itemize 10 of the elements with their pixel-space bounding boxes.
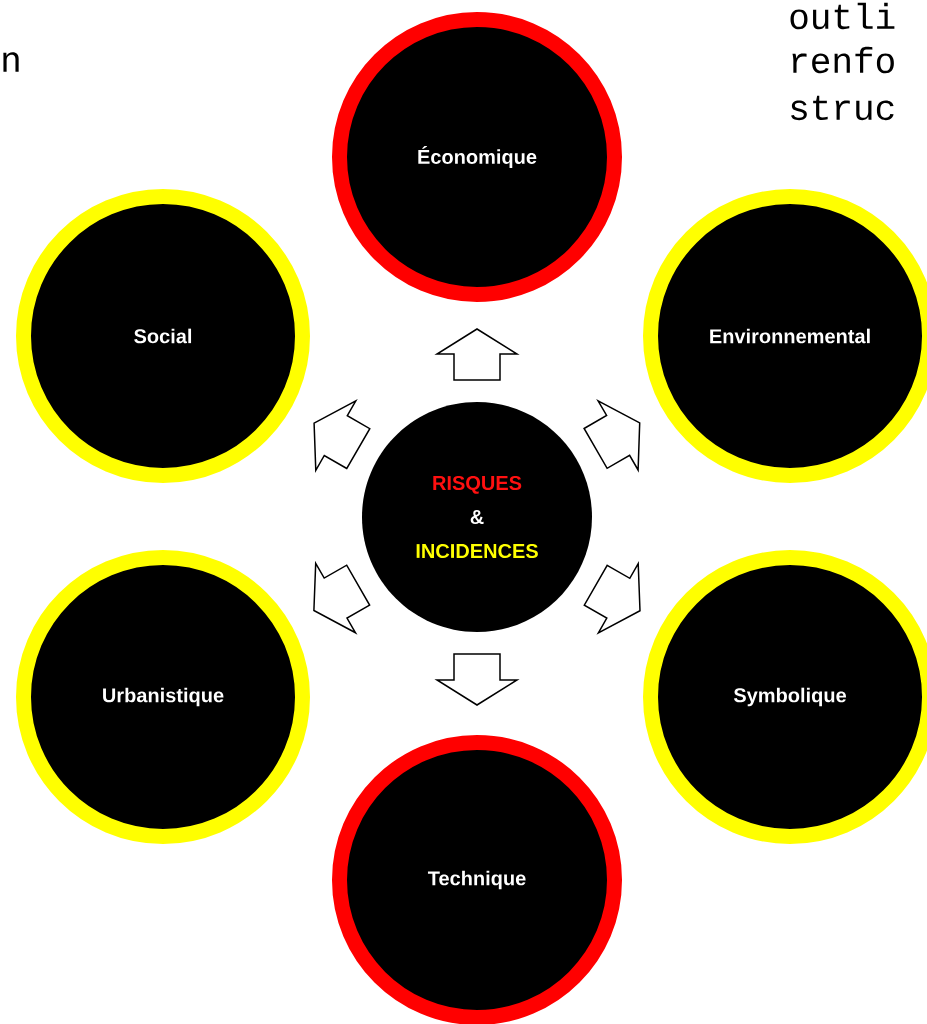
- text-fragment: outli: [790, 2, 895, 30]
- block-arrow: [313, 560, 371, 635]
- block-arrow: [583, 560, 641, 635]
- text-fragment: n: [3, 52, 19, 72]
- block-arrow: [313, 399, 371, 473]
- text-fragment: struc: [791, 95, 894, 121]
- text-fragment: renfo: [792, 46, 894, 74]
- block-arrow: [583, 398, 641, 473]
- block-arrow: [434, 653, 520, 706]
- block-arrow: [434, 328, 520, 381]
